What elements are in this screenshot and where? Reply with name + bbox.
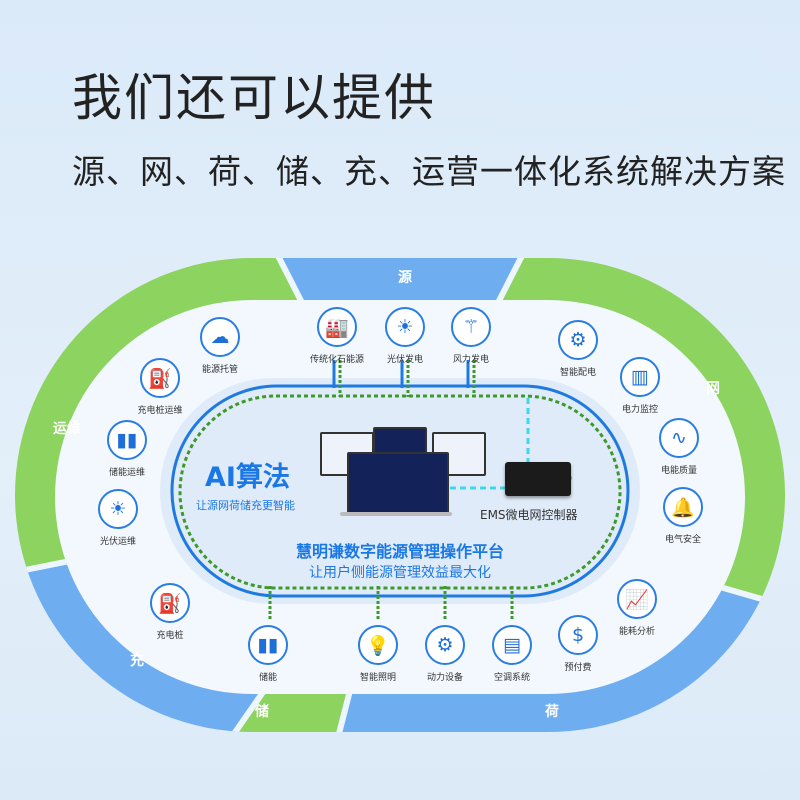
- segment-source-label: 源: [398, 270, 412, 286]
- bulb-icon: 💡: [358, 625, 398, 665]
- ems-controller-image: [505, 462, 571, 496]
- building-power-icon: ▥: [620, 357, 660, 397]
- segment-grid-label: 网: [706, 381, 720, 397]
- segment-ops-label: 运维: [53, 421, 81, 437]
- node-label: 智能配电: [559, 368, 597, 378]
- page-title: 我们还可以提供: [72, 69, 436, 127]
- node-label: 储能: [258, 673, 278, 683]
- platform-title: 慧明谦数字能源管理操作平台: [295, 542, 505, 561]
- chart-monitor-icon: 📈: [617, 579, 657, 619]
- data-bus-line: [178, 394, 622, 590]
- ai-title: AI算法: [205, 462, 290, 493]
- ai-subtitle: 让源网荷储充更智能: [196, 499, 295, 512]
- node-label: 充电桩: [156, 631, 184, 641]
- cloud-hand-icon: ☁: [200, 317, 240, 357]
- alarm-bell-icon: 🔔: [663, 487, 703, 527]
- charging-pile-icon: ⛽: [140, 358, 180, 398]
- factory-icon: 🏭: [317, 307, 357, 347]
- ems-label: EMS微电网控制器: [480, 508, 578, 522]
- prepaid-icon: $: [558, 615, 598, 655]
- air-conditioner-icon: ▤: [492, 625, 532, 665]
- node-label: 电力监控: [621, 405, 659, 415]
- charging-pile-icon: ⛽: [150, 583, 190, 623]
- segment-storage-label: 储: [255, 704, 269, 720]
- node-label: 动力设备: [426, 673, 464, 683]
- node-label: 能源托管: [201, 365, 239, 375]
- page-subtitle: 源、网、荷、储、充、运营一体化系统解决方案: [72, 152, 786, 191]
- node-label: 风力发电: [452, 355, 490, 365]
- platform-subtitle: 让用户侧能源管理效益最大化: [309, 565, 491, 581]
- node-label: 光伏发电: [386, 355, 424, 365]
- node-label: 储能运维: [108, 468, 146, 478]
- segment-charge-label: 充: [130, 653, 144, 669]
- solar-panel-icon: ☀: [98, 489, 138, 529]
- node-label: 智能照明: [359, 673, 397, 683]
- node-label: 能耗分析: [618, 627, 656, 637]
- wind-turbine-icon: ⚚: [451, 307, 491, 347]
- node-label: 传统化石能源: [309, 355, 365, 365]
- power-bus-line: [170, 384, 630, 598]
- node-label: 光伏运维: [99, 537, 137, 547]
- node-label: 预付费: [564, 663, 592, 673]
- node-label: 空调系统: [493, 673, 531, 683]
- motor-icon: ⚙: [425, 625, 465, 665]
- waveform-monitor-icon: ∿: [659, 418, 699, 458]
- node-label: 电气安全: [664, 535, 702, 545]
- node-label: 电能质量: [660, 466, 698, 476]
- node-label: 充电桩运维: [137, 406, 183, 416]
- battery-icon: ▮▮: [248, 625, 288, 665]
- solar-panel-icon: ☀: [385, 307, 425, 347]
- segment-load-label: 荷: [545, 704, 559, 720]
- battery-icon: ▮▮: [107, 420, 147, 460]
- monitor-gear-icon: ⚙: [558, 320, 598, 360]
